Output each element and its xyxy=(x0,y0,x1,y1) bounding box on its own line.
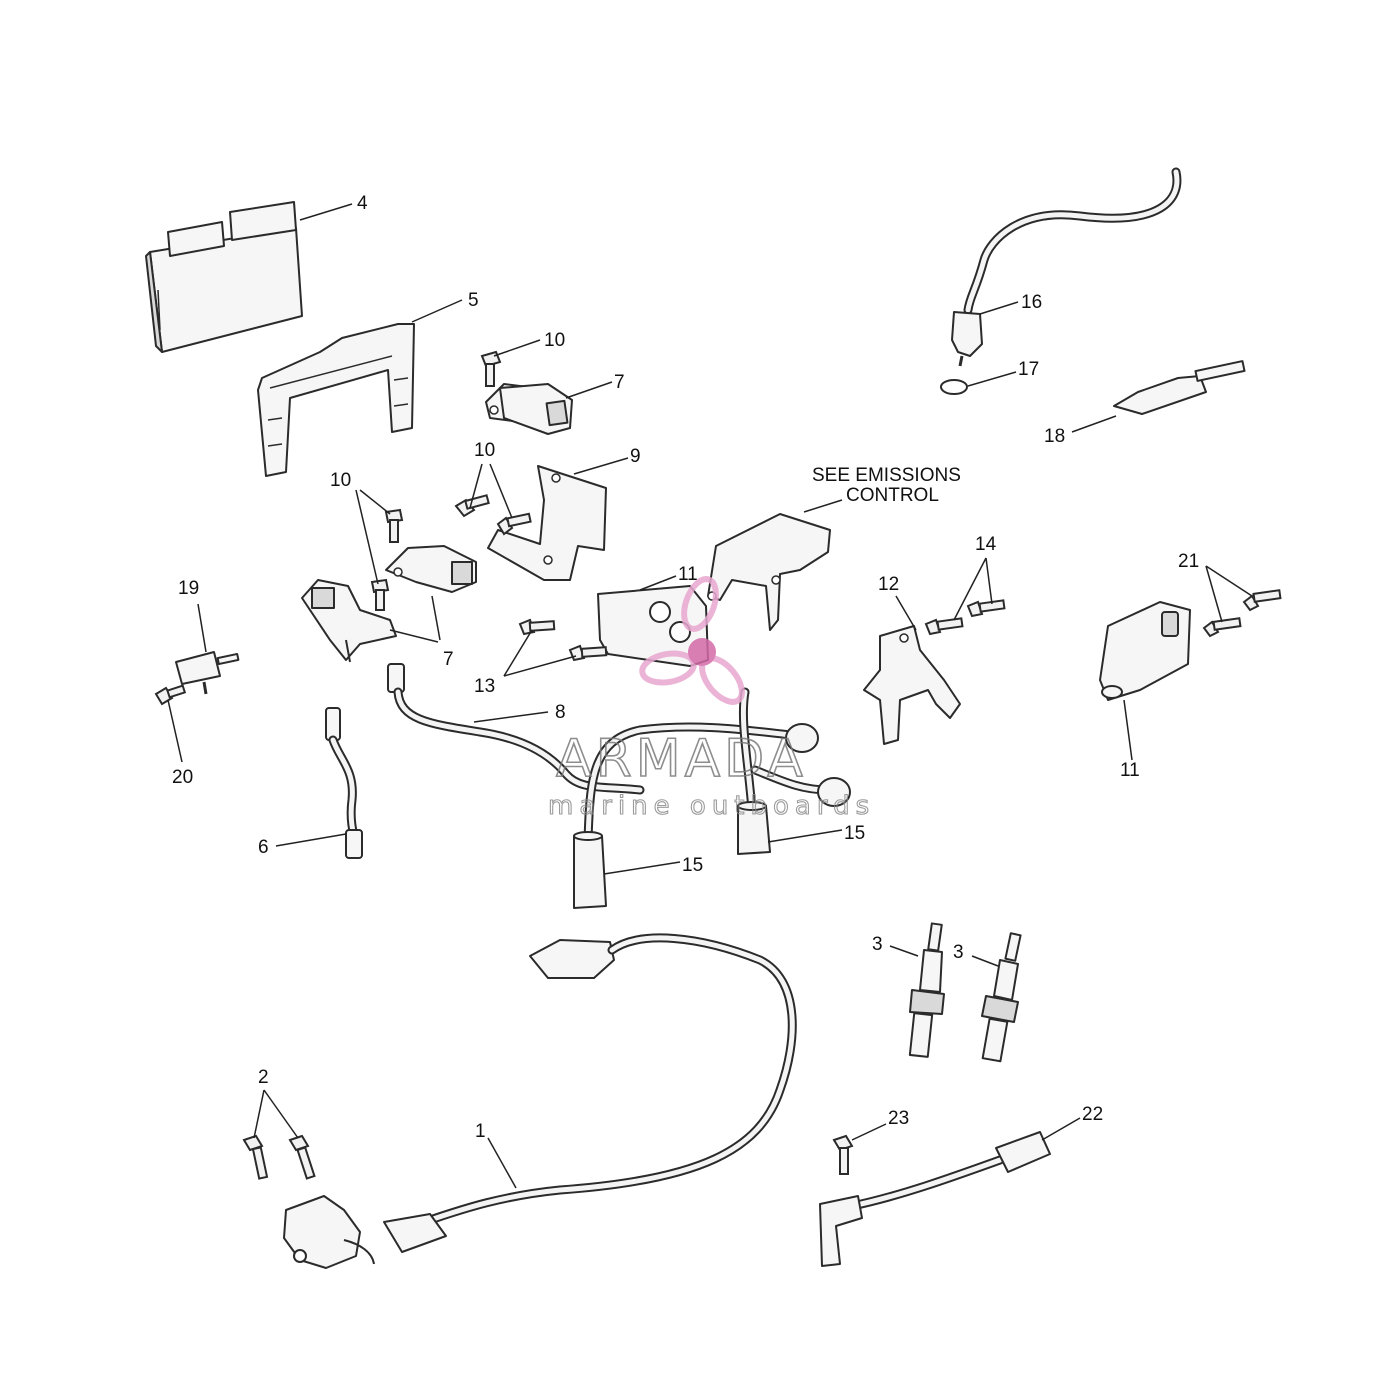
callout-19: 19 xyxy=(178,578,199,599)
callout-6: 6 xyxy=(258,837,269,858)
spark-plug-right xyxy=(981,932,1022,1063)
callout-15b: 15 xyxy=(844,823,865,844)
callout-20: 20 xyxy=(172,767,193,788)
oxygen-sensor-16 xyxy=(951,167,1182,367)
callout-11a: 11 xyxy=(678,564,698,585)
bolt-21-b xyxy=(1242,589,1282,612)
bolt-20 xyxy=(154,684,187,706)
spark-plug-left xyxy=(908,922,945,1058)
callout-3a: 3 xyxy=(872,934,883,955)
crank-sensor-harness xyxy=(283,933,797,1269)
note-line-2: CONTROL xyxy=(846,485,939,506)
propeller-logo-icon xyxy=(639,576,745,705)
bolt-2-b xyxy=(288,1134,316,1180)
callout-7b: 7 xyxy=(443,649,454,670)
callout-10a: 10 xyxy=(544,330,565,351)
washer-17 xyxy=(940,379,968,395)
callout-1: 1 xyxy=(475,1121,486,1142)
leader-lines xyxy=(167,203,1253,1189)
bolt-2-a xyxy=(242,1134,269,1180)
bolt-10-left xyxy=(384,508,404,543)
callout-18: 18 xyxy=(1044,426,1065,447)
callout-3b: 3 xyxy=(953,942,964,963)
bolt-13-b xyxy=(568,644,608,662)
bolt-10-left-low xyxy=(370,578,390,611)
ecu-bracket xyxy=(257,323,415,477)
callout-23: 23 xyxy=(888,1108,909,1129)
temp-sensor-19 xyxy=(175,651,240,695)
map-sensor-lower xyxy=(385,545,477,593)
callout-21: 21 xyxy=(1178,551,1199,572)
callout-14: 14 xyxy=(975,534,997,555)
sensor-18 xyxy=(1113,360,1246,415)
ht-lead-15-right xyxy=(737,687,851,855)
callout-11b: 11 xyxy=(1120,760,1140,781)
callout-16: 16 xyxy=(1021,292,1042,313)
bolt-10-upper xyxy=(480,350,502,387)
callout-12: 12 xyxy=(878,574,899,595)
map-sensor-upper xyxy=(485,383,573,435)
callout-13: 13 xyxy=(474,676,495,697)
bolt-21-a xyxy=(1202,617,1242,638)
ht-lead-15-left xyxy=(573,722,819,909)
callout-4: 4 xyxy=(357,193,368,214)
bolt-13-a xyxy=(518,618,556,636)
callout-8: 8 xyxy=(555,702,566,723)
callout-2: 2 xyxy=(258,1067,269,1088)
callout-5: 5 xyxy=(468,290,479,311)
cam-sensor-left xyxy=(301,579,397,663)
sensor-lead-6 xyxy=(325,707,363,859)
note-line-1: SEE EMISSIONS xyxy=(812,465,961,486)
sensor-22 xyxy=(819,1131,1051,1267)
bolt-14-b xyxy=(966,599,1006,618)
callout-9: 9 xyxy=(630,446,641,467)
callout-15a: 15 xyxy=(682,855,703,876)
callout-labels: 1 2 3 3 4 5 6 7 7 8 9 10 10 10 11 11 12 … xyxy=(172,193,1199,1142)
sensor-bracket xyxy=(487,465,607,581)
callout-17: 17 xyxy=(1018,359,1039,380)
watermark: ARMADA marine outboards xyxy=(547,576,875,822)
ignition-coil-right xyxy=(1099,601,1191,701)
bolt-10-middle-b xyxy=(496,512,532,536)
bolt-14-a xyxy=(924,617,964,636)
watermark-subtitle: marine outboards xyxy=(548,791,875,821)
callout-10c: 10 xyxy=(330,470,351,491)
emissions-bracket xyxy=(707,513,831,631)
watermark-brand: ARMADA xyxy=(556,729,807,789)
callout-22: 22 xyxy=(1082,1104,1103,1125)
bolt-23 xyxy=(832,1134,854,1175)
callout-7a: 7 xyxy=(614,372,625,393)
callout-10b: 10 xyxy=(474,440,495,461)
ecu-module xyxy=(145,201,303,353)
emissions-note: SEE EMISSIONS CONTROL xyxy=(812,465,961,506)
bracket-12 xyxy=(863,625,961,745)
